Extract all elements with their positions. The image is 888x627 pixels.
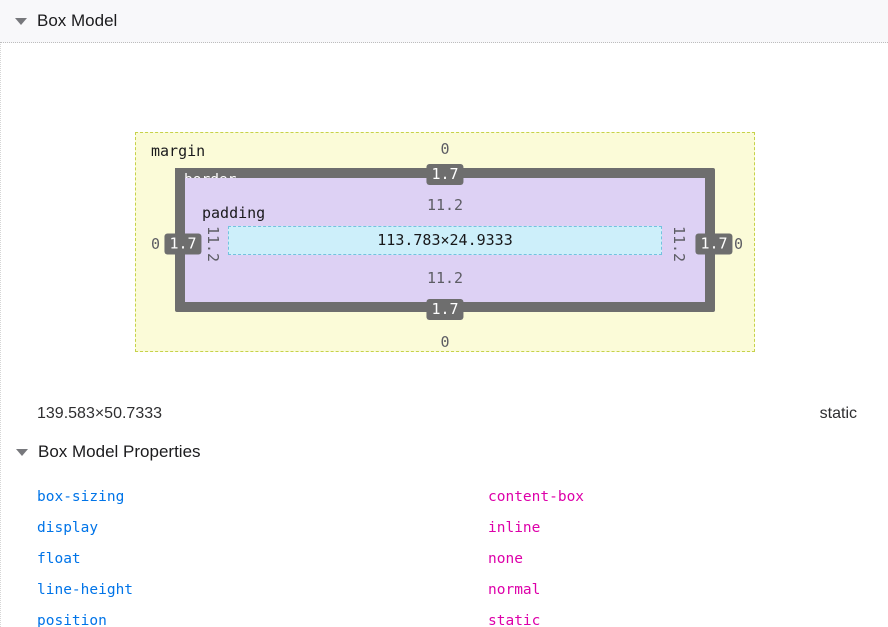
property-value: content-box [488,488,585,505]
margin-region[interactable]: margin border 113.783×24.9333 padding 0 … [135,132,755,352]
padding-bottom-value[interactable]: 11.2 [426,269,464,287]
property-value: inline [488,519,541,536]
padding-label: padding [202,204,266,222]
margin-bottom-value[interactable]: 0 [440,333,450,351]
border-left-value[interactable]: 1.7 [164,233,202,255]
box-model-properties-header[interactable]: Box Model Properties [16,442,201,462]
content-dimensions[interactable]: 113.783×24.9333 [377,231,513,249]
property-name: box-sizing [37,488,125,505]
border-right-value[interactable]: 1.7 [695,233,733,255]
margin-right-value[interactable]: 0 [734,235,744,253]
padding-right-value[interactable]: 11.2 [670,225,688,263]
box-model-content: margin border 113.783×24.9333 padding 0 … [0,44,888,627]
padding-region[interactable]: 113.783×24.9333 [185,178,705,302]
property-value: static [488,612,541,627]
properties-list: box-sizing content-box display inline fl… [1,481,888,627]
property-row: box-sizing content-box [1,481,888,512]
element-dimensions: 139.583×50.7333 [37,405,163,422]
property-name: float [37,550,81,567]
element-position: static [819,405,857,422]
margin-left-value[interactable]: 0 [151,235,161,253]
property-row: line-height normal [1,574,888,605]
property-name: line-height [37,581,134,598]
margin-top-value[interactable]: 0 [440,140,450,158]
property-value: normal [488,581,541,598]
collapse-arrow-icon[interactable] [16,448,28,456]
collapse-arrow-icon[interactable] [15,17,27,25]
box-model-section-header[interactable]: Box Model [0,0,888,43]
property-value: none [488,550,523,567]
property-name: position [37,612,107,627]
section-title: Box Model [37,11,118,30]
border-region[interactable]: border 113.783×24.9333 [175,168,715,312]
property-row: display inline [1,512,888,543]
padding-left-value[interactable]: 11.2 [204,225,222,263]
margin-label: margin [151,142,206,160]
content-region[interactable]: 113.783×24.9333 [228,225,662,255]
border-bottom-value[interactable]: 1.7 [426,299,464,320]
properties-section-title: Box Model Properties [38,442,201,461]
property-name: display [37,519,99,536]
padding-top-value[interactable]: 11.2 [426,196,464,214]
border-top-value[interactable]: 1.7 [426,164,464,185]
property-row: position static [1,605,888,627]
property-row: float none [1,543,888,574]
